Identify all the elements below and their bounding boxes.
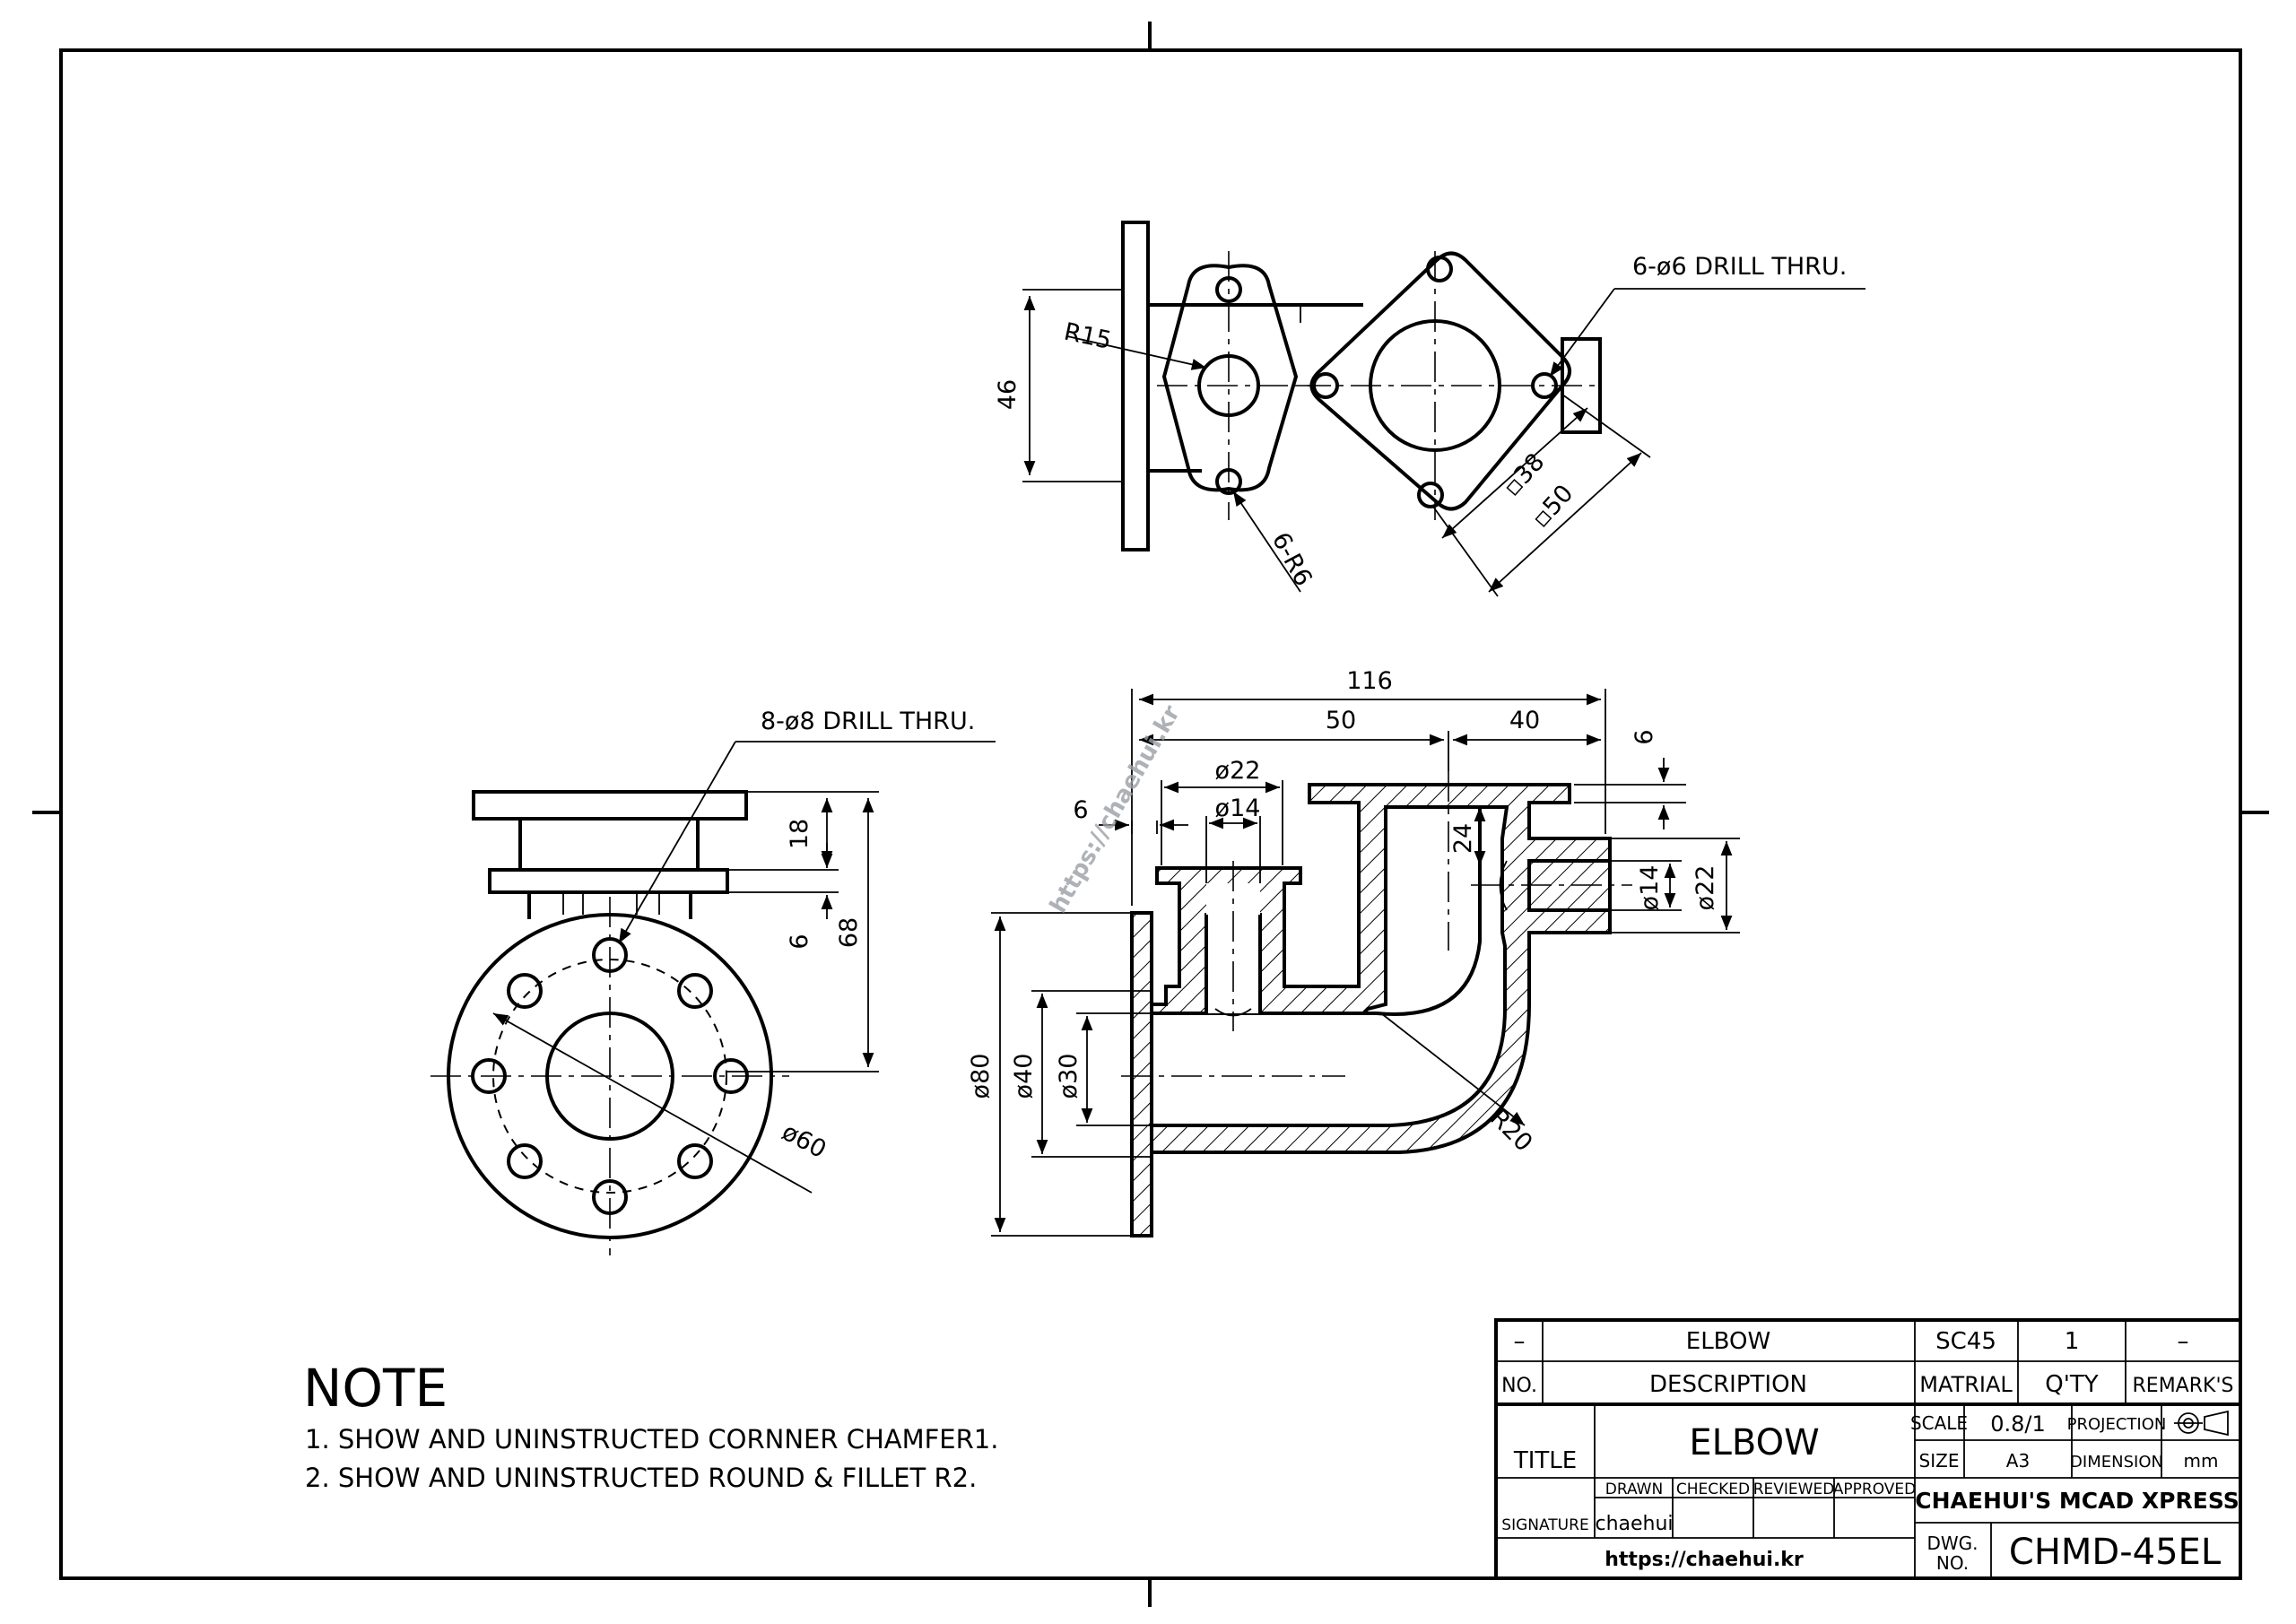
tb-projection-label: PROJECTION: [2067, 1415, 2167, 1434]
tb-title-label: TITLE: [1513, 1447, 1577, 1474]
tb-title: ELBOW: [1689, 1422, 1819, 1463]
tb-size-label: SIZE: [1919, 1450, 1960, 1472]
tb-scale: 0.8/1: [1990, 1411, 2046, 1437]
tb-row1-remarks: –: [2178, 1328, 2189, 1355]
dim-24: 24: [1449, 823, 1477, 854]
tb-reviewed: REVIEWED: [1753, 1481, 1835, 1498]
tb-header-material: MATRIAL: [1919, 1372, 2013, 1397]
tb-dwg-no: CHMD-45EL: [2009, 1532, 2222, 1573]
dim-d22-top: ø22: [1215, 757, 1261, 785]
dim-d80: ø80: [967, 1054, 995, 1099]
tb-size: A3: [2006, 1450, 2030, 1472]
tb-drawn: DRAWN: [1605, 1481, 1663, 1498]
tb-dwg-label-2: NO.: [1936, 1552, 1969, 1574]
note-item-1: 1. SHOW AND UNINSTRUCTED CORNNER CHAMFER…: [305, 1424, 998, 1455]
tb-signature: chaehui: [1595, 1513, 1673, 1535]
dim-d22-right: ø22: [1692, 865, 1719, 911]
dim-sq50: ▫50: [1526, 480, 1578, 534]
note-heading: NOTE: [303, 1358, 448, 1419]
tb-dimension: mm: [2184, 1450, 2219, 1472]
tb-header-remarks: REMARK'S: [2133, 1375, 2234, 1397]
watermark: https://chaehui.kr: [1045, 701, 1186, 918]
projection-symbol-icon: [2174, 1410, 2229, 1437]
dim-d14-right: ø14: [1636, 865, 1664, 911]
dim-18: 18: [786, 819, 813, 849]
notes: NOTE 1. SHOW AND UNINSTRUCTED CORNNER CH…: [303, 1358, 998, 1493]
tb-row1-no: –: [1514, 1328, 1526, 1355]
tb-header-no: NO.: [1501, 1375, 1537, 1397]
dim-116: 116: [1346, 667, 1393, 695]
dim-d14-top: ø14: [1215, 795, 1261, 822]
tb-dimension-label: DIMENSION: [2070, 1453, 2163, 1472]
top-view: 46 R15 6-R6 6-ø6 DRILL THRU. ▫38 ▫50: [994, 221, 1866, 597]
tb-signature-label: SIGNATURE: [1501, 1516, 1588, 1534]
dim-d40: ø40: [1010, 1054, 1038, 1099]
dim-d30: ø30: [1055, 1054, 1083, 1099]
dim-d60: ø60: [778, 1118, 831, 1164]
tb-header-qty: Q'TY: [2045, 1371, 2098, 1398]
dim-50-front: 50: [1326, 707, 1356, 734]
tb-website: https://chaehui.kr: [1605, 1549, 1804, 1571]
dim-6-top: 6: [1631, 729, 1658, 744]
tb-header-description: DESCRIPTION: [1649, 1371, 1807, 1398]
tb-row1-material: SC45: [1935, 1328, 1996, 1355]
tb-checked: CHECKED: [1676, 1481, 1750, 1498]
label-6-drill: 6-ø6 DRILL THRU.: [1632, 253, 1847, 281]
dim-r15: R15: [1062, 318, 1114, 355]
sheet-border: [32, 22, 2269, 1607]
dim-46: 46: [994, 379, 1022, 410]
tb-row1-description: ELBOW: [1686, 1328, 1770, 1355]
dim-40-front: 40: [1509, 707, 1540, 734]
dim-6-r6: 6-R6: [1266, 528, 1318, 591]
label-8-drill: 8-ø8 DRILL THRU.: [761, 708, 975, 735]
front-view: 116 50 40 6 6 ø22 ø14 24 ø14 ø22: [967, 667, 1740, 1238]
tb-dwg-label-1: DWG.: [1926, 1533, 1978, 1554]
dim-6-side: 6: [786, 934, 813, 949]
tb-scale-label: SCALE: [1910, 1412, 1968, 1434]
dim-6-left: 6: [1073, 796, 1088, 824]
tb-company: CHAEHUI'S MCAD XPRESS: [1915, 1488, 2239, 1514]
side-view: 18 6 68 8-ø8 DRILL THRU. ø60: [430, 708, 996, 1255]
dim-68: 68: [835, 917, 863, 948]
title-block: – ELBOW SC45 1 – NO. DESCRIPTION MATRIAL…: [1494, 1318, 2242, 1580]
tb-approved: APPROVED: [1833, 1481, 1917, 1498]
tb-row1-qty: 1: [2065, 1328, 2080, 1355]
note-item-2: 2. SHOW AND UNINSTRUCTED ROUND & FILLET …: [305, 1463, 977, 1493]
